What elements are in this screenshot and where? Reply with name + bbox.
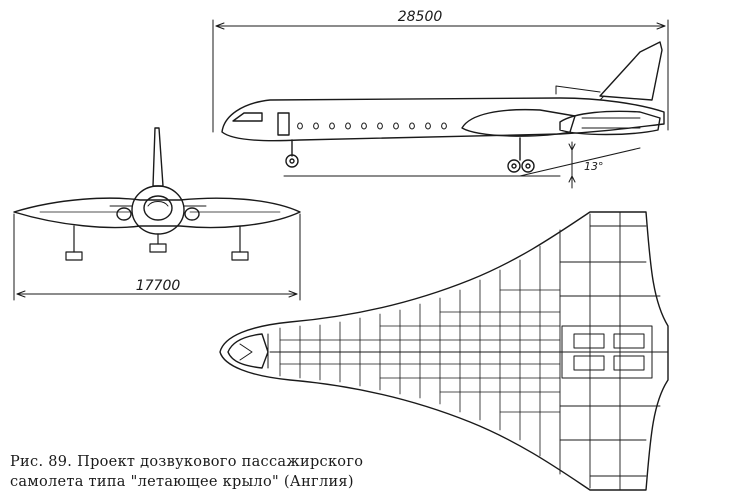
plan-cockpit (227, 333, 269, 369)
front-wing (13, 197, 301, 229)
side-door (277, 112, 290, 136)
front-engines (109, 205, 207, 221)
front-landing-gear (65, 225, 249, 261)
front-cockpit (143, 195, 173, 221)
plan-engine-bay (561, 325, 653, 379)
front-fuselage (131, 185, 185, 235)
side-nose-gear (285, 139, 299, 168)
span-dimension-label: 17700 (136, 278, 181, 294)
length-dimension (212, 19, 669, 133)
figure-caption: Рис. 89. Проект дозвукового пассажирског… (10, 452, 430, 492)
span-dimension (13, 213, 301, 301)
front-tail-fin (152, 127, 164, 187)
caption-line-1: Рис. 89. Проект дозвукового пассажирског… (10, 454, 364, 470)
caption-line-2: самолета типа "летающее крыло" (Англия) (10, 474, 354, 490)
window-row (297, 122, 447, 130)
cockpit-window (232, 112, 263, 122)
side-engine-nacelle (559, 110, 661, 136)
side-tail-fin (599, 41, 663, 101)
side-wing-fairing (461, 108, 576, 137)
plan-outline (219, 211, 669, 491)
plan-view (219, 211, 669, 491)
side-view: 28500 (212, 9, 669, 189)
angle-marker (568, 141, 576, 189)
plan-wing-structure (559, 211, 661, 491)
side-main-gear (507, 137, 535, 173)
front-view: 17700 (13, 127, 301, 301)
side-fuselage (221, 97, 665, 142)
length-dimension-label: 28500 (398, 9, 443, 25)
plan-cabin-seating (279, 245, 561, 457)
angle-label: 13° (584, 160, 604, 173)
